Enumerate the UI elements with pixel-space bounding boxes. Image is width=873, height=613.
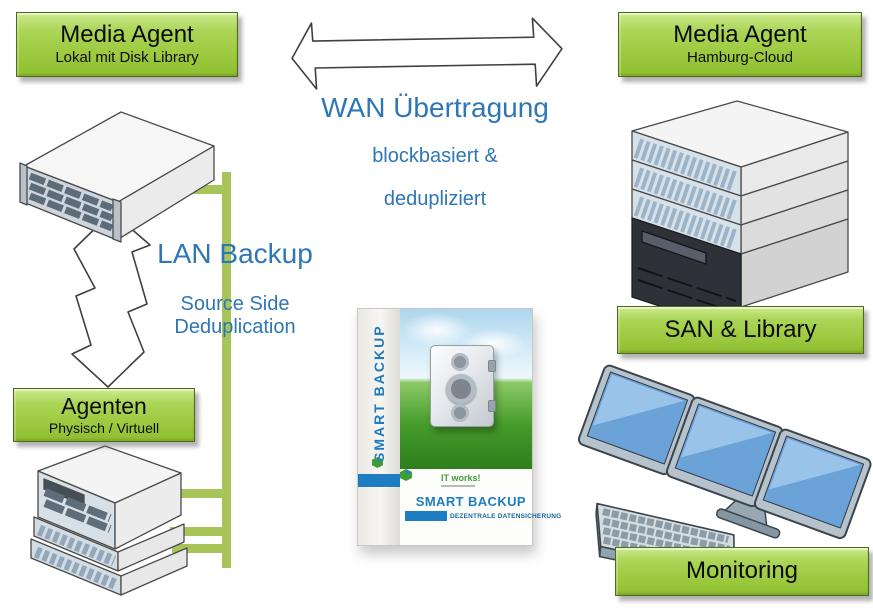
safe-dial: [446, 374, 476, 404]
wan-arrow-icon: [291, 17, 563, 90]
brand-logo-icon: [400, 469, 412, 481]
brand-row: IT works!: [400, 469, 527, 487]
node-media-agent-local: Media Agent Lokal mit Disk Library: [16, 12, 238, 77]
lan-connector-branch-2: [170, 527, 231, 536]
spine-stripe: [358, 474, 400, 487]
node-title: Monitoring: [685, 557, 799, 585]
face-stripe: [405, 511, 447, 521]
product-stripe-row: DEZENTRALE DATENSICHERUNG: [405, 511, 561, 521]
node-san-library: SAN & Library: [617, 306, 864, 354]
rack-server-icon: [19, 111, 215, 243]
lan-arrow-icon: [71, 211, 151, 388]
safe-knob: [451, 353, 469, 371]
node-title: SAN & Library: [664, 315, 817, 343]
wan-link-detail-1: blockbasiert &: [372, 145, 498, 167]
product-label-band: IT works! SMART BACKUP DEZENTRALE DATENS…: [400, 469, 561, 545]
product-spine-title: SMART BACKUP: [371, 324, 387, 462]
safe-icon: [430, 345, 496, 427]
server-stack-icon: [30, 445, 188, 596]
node-subtitle: Lokal mit Disk Library: [55, 49, 199, 67]
product-box-face: IT works! SMART BACKUP DEZENTRALE DATENS…: [400, 308, 561, 546]
safe-hinge: [488, 400, 496, 412]
lan-connector-branch-1: [170, 489, 231, 498]
lan-connector-branch-3: [172, 544, 231, 553]
product-cover-image: [400, 309, 532, 469]
product-front-title: SMART BACKUP: [415, 494, 526, 509]
brand-logo-icon: [372, 457, 383, 468]
node-media-agent-cloud: Media Agent Hamburg-Cloud: [618, 12, 862, 77]
lan-link-detail-1: Source Side: [180, 293, 290, 315]
safe-knob: [451, 404, 469, 422]
safe-hinge: [488, 360, 496, 372]
wan-link-detail-2: dedupliziert: [383, 188, 487, 210]
lan-connector-vertical-line: [222, 172, 231, 568]
monitors-icon: [577, 364, 872, 540]
lan-link-title: LAN Backup: [157, 238, 313, 269]
node-agents: Agenten Physisch / Virtuell: [13, 388, 195, 442]
node-title: Media Agent: [60, 21, 194, 49]
storage-stack-icon: [631, 100, 849, 334]
lan-link-detail-2: Deduplication: [174, 316, 296, 338]
product-box-spine: SMART BACKUP: [357, 308, 400, 546]
node-subtitle: Hamburg-Cloud: [687, 49, 793, 67]
node-subtitle: Physisch / Virtuell: [48, 419, 160, 436]
node-title: Media Agent: [673, 21, 807, 49]
wan-link-title: WAN Übertragung: [321, 92, 549, 123]
node-monitoring: Monitoring: [615, 547, 869, 596]
product-box: SMART BACKUP: [357, 308, 561, 546]
product-front-subtitle: DEZENTRALE DATENSICHERUNG: [450, 512, 562, 520]
brand-name: IT works!: [441, 473, 481, 483]
node-title: Agenten: [61, 392, 147, 419]
brand-tagline-bar: [441, 485, 475, 487]
